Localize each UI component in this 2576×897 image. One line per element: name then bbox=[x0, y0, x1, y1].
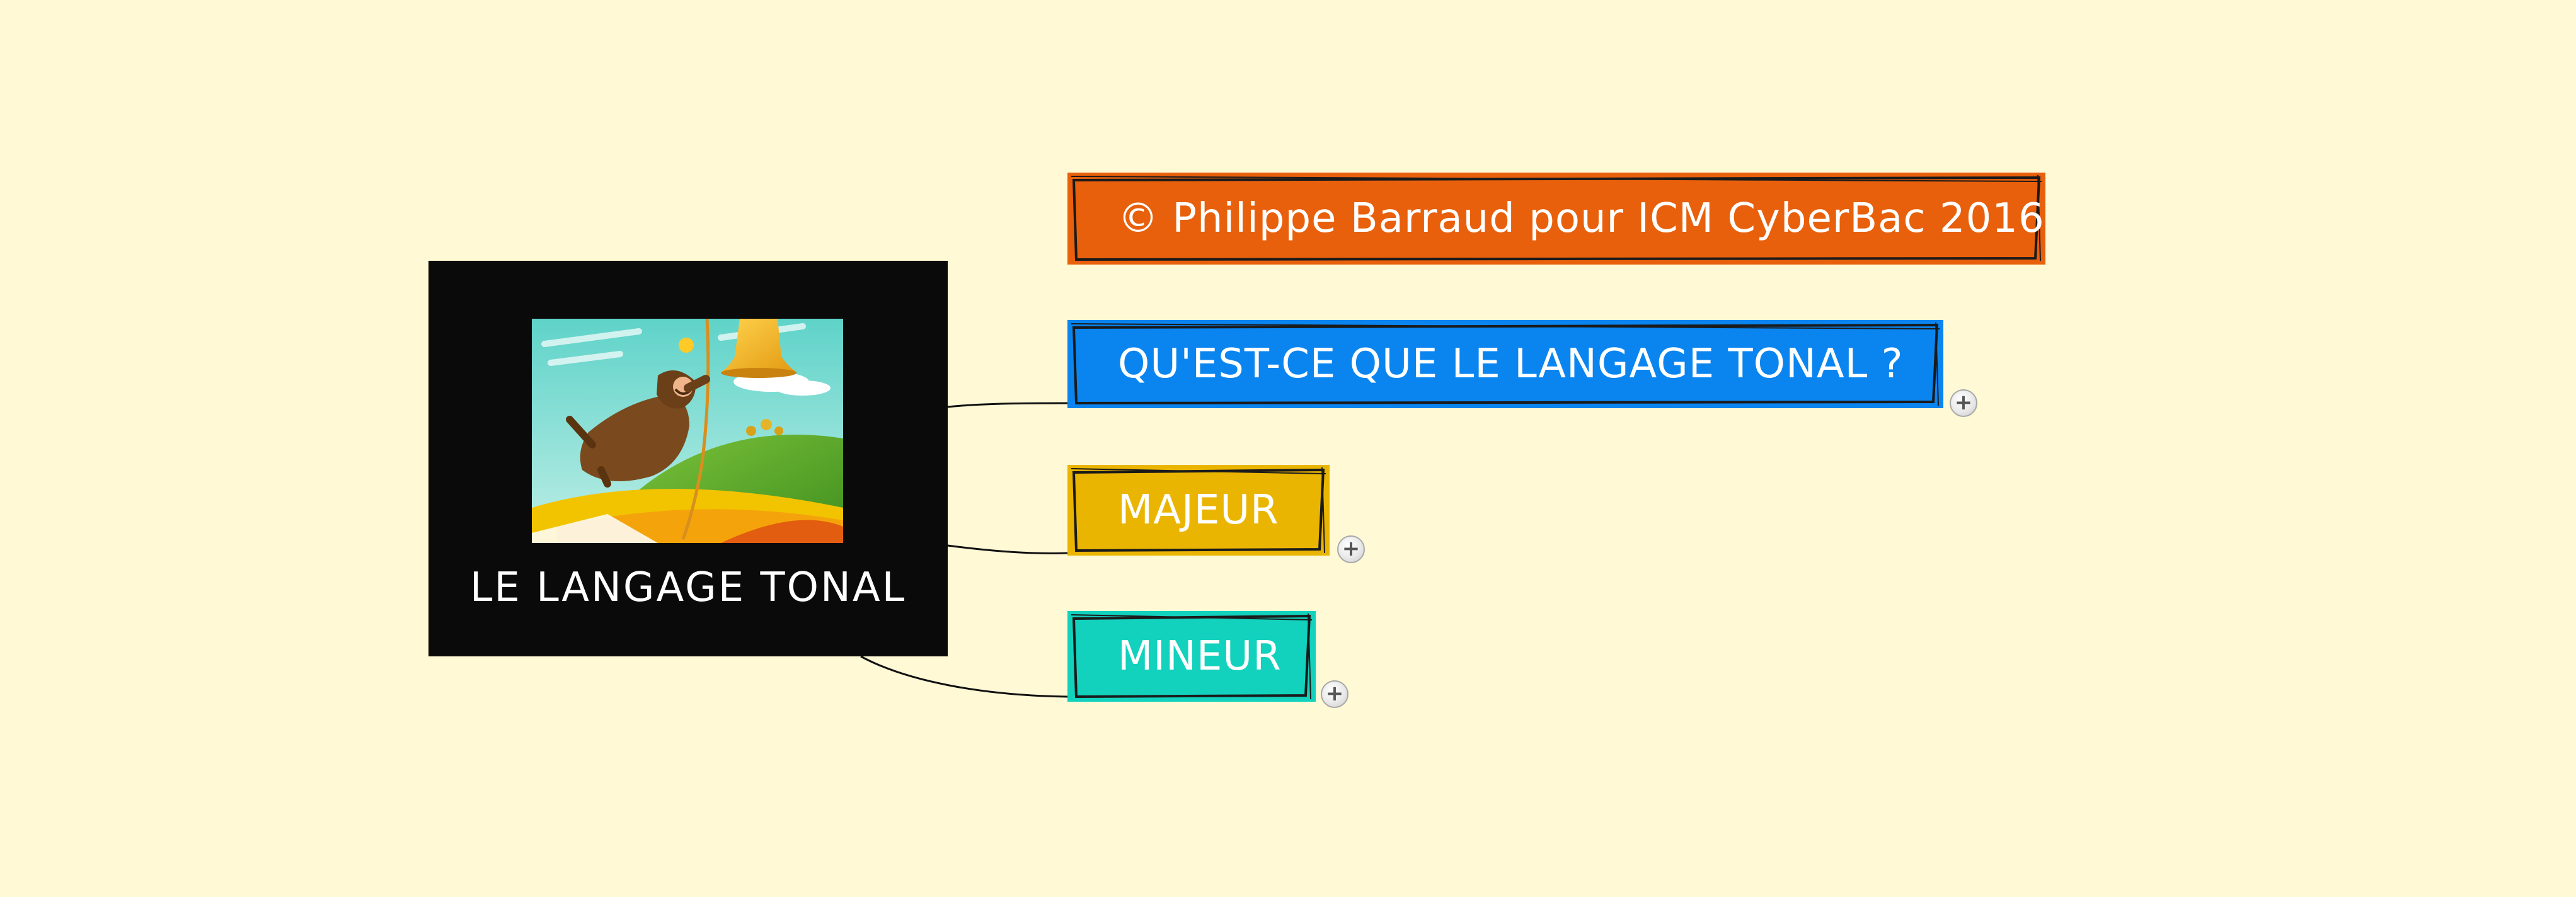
topic-majeur[interactable]: MAJEUR bbox=[1067, 465, 1330, 556]
topic-majeur-label: MAJEUR bbox=[1118, 487, 1279, 534]
topic-definition[interactable]: QU'EST-CE QUE LE LANGAGE TONAL ? bbox=[1067, 320, 1943, 408]
expand-definition-plus-icon[interactable]: + bbox=[1950, 389, 1977, 417]
topic-mineur[interactable]: MINEUR bbox=[1067, 611, 1316, 702]
connector-definition bbox=[947, 402, 1068, 408]
topic-copyright[interactable]: © Philippe Barraud pour ICM CyberBac 201… bbox=[1067, 173, 2045, 265]
connector-majeur bbox=[947, 544, 1068, 554]
expand-mineur-plus-icon[interactable]: + bbox=[1321, 680, 1348, 708]
topic-definition-label: QU'EST-CE QUE LE LANGAGE TONAL ? bbox=[1118, 341, 1904, 387]
connector-mineur bbox=[860, 655, 1068, 698]
expand-majeur-plus-icon[interactable]: + bbox=[1337, 535, 1365, 563]
central-topic[interactable]: LE LANGAGE TONAL bbox=[428, 261, 948, 656]
central-topic-title: LE LANGAGE TONAL bbox=[469, 564, 907, 611]
monk-ringing-bell-illustration bbox=[532, 319, 843, 543]
topic-mineur-label: MINEUR bbox=[1118, 633, 1282, 680]
topic-copyright-label: © Philippe Barraud pour ICM CyberBac 201… bbox=[1118, 195, 2045, 242]
